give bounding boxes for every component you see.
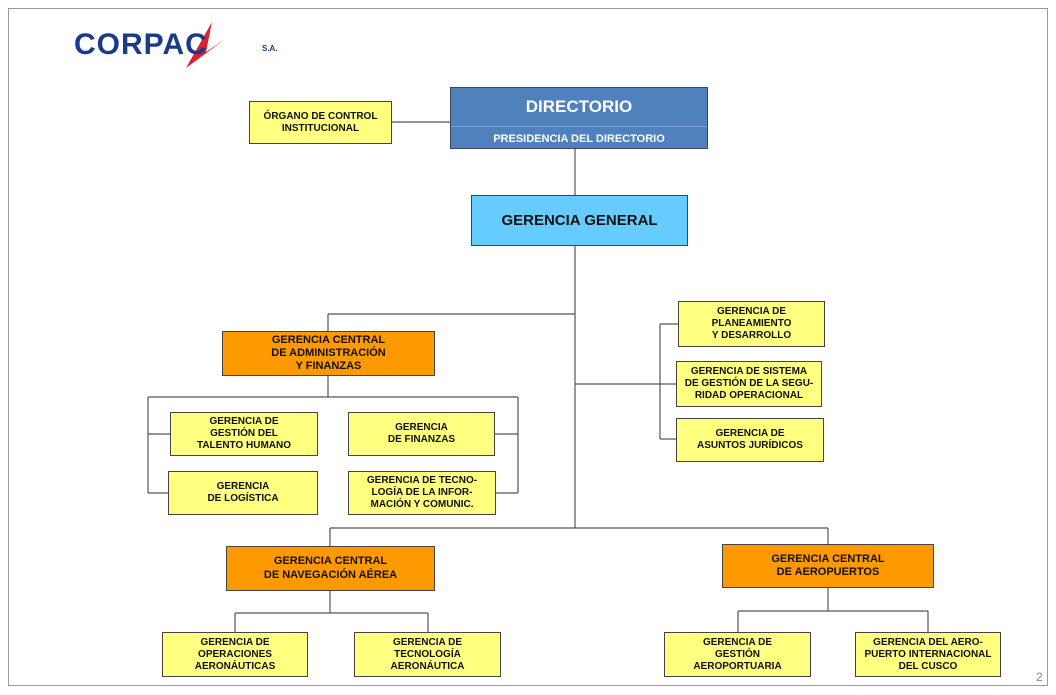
gerencia-tecnologia-informacion-box: GERENCIA DE TECNO- LOGÍA DE LA INFOR- MA… [348,471,496,515]
gerencia-central-navegacion-box: GERENCIA CENTRAL DE NAVEGACIÓN AÉREA [226,546,435,591]
gerencia-logistica-box: GERENCIA DE LOGÍSTICA [168,471,318,515]
gerencia-planeamiento-box: GERENCIA DE PLANEAMIENTO Y DESARROLLO [678,301,825,347]
gerencia-operaciones-aeronauticas-box: GERENCIA DE OPERACIONES AERONÁUTICAS [162,632,308,677]
gerencia-asuntos-juridicos-box: GERENCIA DE ASUNTOS JURÍDICOS [676,418,824,462]
gerencia-finanzas-box: GERENCIA DE FINANZAS [348,412,495,456]
corpac-logo: CORPAC S.A. [74,22,294,74]
logo-text: CORPAC [74,28,208,61]
page-number: 2 [1036,670,1043,684]
gerencia-central-administracion-box: GERENCIA CENTRAL DE ADMINISTRACIÓN Y FIN… [222,331,435,376]
directorio-title: DIRECTORIO [525,97,633,116]
gerencia-seguridad-operacional-box: GERENCIA DE SISTEMA DE GESTIÓN DE LA SEG… [676,361,822,407]
gerencia-aeropuerto-cusco-box: GERENCIA DEL AERO- PUERTO INTERNACIONAL … [855,632,1001,677]
organo-control-box: ÓRGANO DE CONTROL INSTITUCIONAL [249,101,392,144]
directorio-box: DIRECTORIO PRESIDENCIA DEL DIRECTORIO [450,87,708,149]
presidencia-label: PRESIDENCIA DEL DIRECTORIO [451,126,707,150]
gerencia-central-aeropuertos-box: GERENCIA CENTRAL DE AEROPUERTOS [722,544,934,588]
gerencia-tecnologia-aeronautica-box: GERENCIA DE TECNOLOGÍA AERONÁUTICA [354,632,501,677]
gerencia-gestion-aeroportuaria-box: GERENCIA DE GESTIÓN AEROPORTUARIA [664,632,811,677]
logo-graphic [186,22,224,68]
gerencia-talento-humano-box: GERENCIA DE GESTIÓN DEL TALENTO HUMANO [170,412,318,456]
logo-suffix: S.A. [262,44,278,53]
gerencia-general-box: GERENCIA GENERAL [471,195,688,246]
